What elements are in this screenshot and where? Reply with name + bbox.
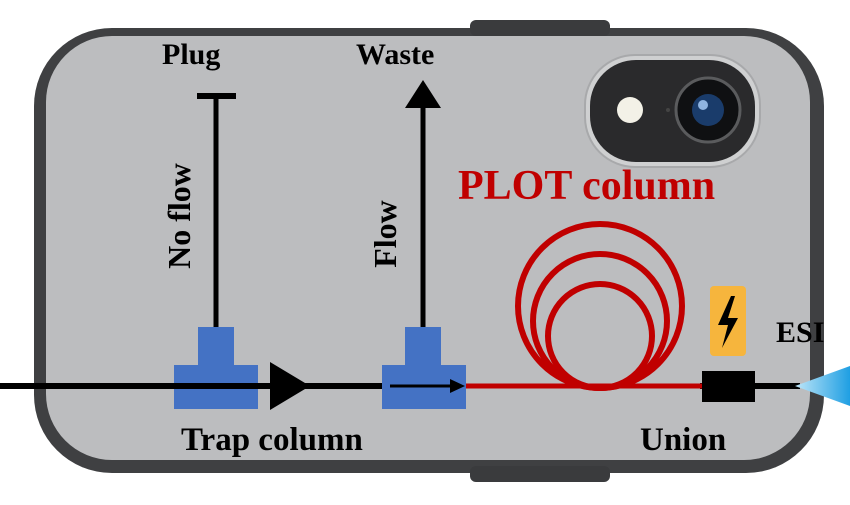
camera-module xyxy=(584,54,761,168)
union-fitting xyxy=(702,371,755,402)
plug-label: Plug xyxy=(162,38,221,71)
esi-label: ESI xyxy=(776,316,825,349)
no-flow-label: No flow xyxy=(161,163,197,269)
trap-flow-arrow xyxy=(270,362,310,410)
flow-label: Flow xyxy=(367,200,403,268)
phone-case-button-bottom xyxy=(470,466,610,482)
plot-column-coil xyxy=(515,221,685,391)
esi-spray-icon xyxy=(795,366,850,406)
union-label: Union xyxy=(640,422,727,458)
phone-case-button-top xyxy=(470,20,610,36)
waste-arrowhead xyxy=(405,80,441,108)
waste-tee-flow-arrow xyxy=(450,379,465,393)
high-voltage-badge xyxy=(710,286,746,356)
lightning-bolt-icon xyxy=(718,296,738,348)
plot-column-label: PLOT column xyxy=(458,163,716,209)
waste-label: Waste xyxy=(356,38,435,71)
flash-icon xyxy=(617,97,643,123)
trap-column-label: Trap column xyxy=(181,422,363,458)
